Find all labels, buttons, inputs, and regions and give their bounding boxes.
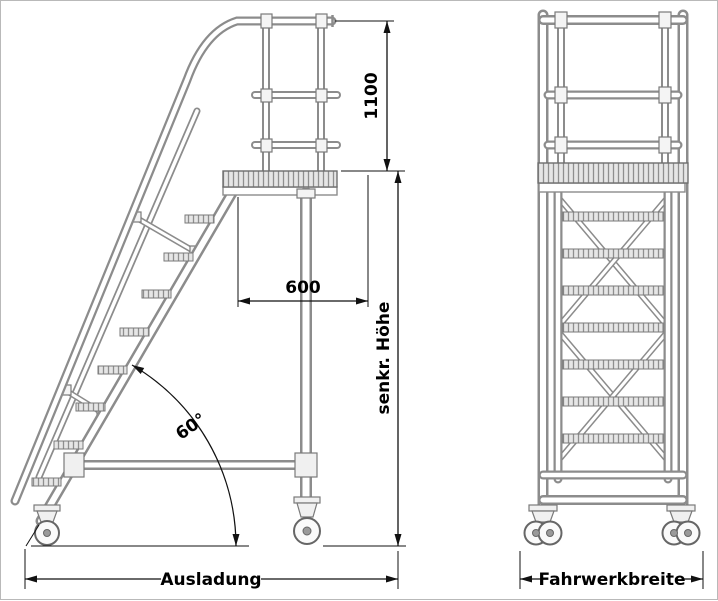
caster-left xyxy=(33,504,61,546)
dim-label-angle: 60° xyxy=(172,409,210,444)
dim-chassis-width: Fahrwerkbreite xyxy=(520,570,703,590)
caster-plate xyxy=(33,504,61,512)
tread xyxy=(31,477,62,487)
front-steps xyxy=(562,211,664,444)
front-frame xyxy=(537,9,689,513)
front-caster-left xyxy=(523,504,563,546)
tread xyxy=(184,214,215,224)
chassis-beams xyxy=(538,470,688,505)
step xyxy=(562,322,664,333)
dim-label-fahrwerkbreite: Fahrwerkbreite xyxy=(538,570,685,590)
caster-plate xyxy=(666,504,696,512)
post-clamp xyxy=(296,188,316,199)
brace-plate xyxy=(294,452,318,478)
dim-label-ausladung: Ausladung xyxy=(160,570,261,590)
dim-label-senkr-hoehe: senkr. Höhe xyxy=(374,302,394,415)
wheel-hub xyxy=(532,529,540,537)
wheel-hub xyxy=(546,529,554,537)
dimensions: 1100 600 senkr. Höhe 60° xyxy=(24,20,704,590)
dim-guardrail-height: 1100 xyxy=(362,21,391,171)
wheel-hub xyxy=(302,526,312,536)
platform-support xyxy=(538,182,686,193)
platform-deck xyxy=(222,170,338,188)
front-stringers xyxy=(553,188,673,484)
caster-right xyxy=(293,496,321,545)
handrail xyxy=(10,15,337,506)
wheel-hub xyxy=(684,529,692,537)
side-view xyxy=(10,13,341,546)
front-platform xyxy=(537,162,689,193)
platform-guardrail xyxy=(251,13,341,175)
platform-support xyxy=(222,186,338,196)
rail-clamp xyxy=(554,86,568,104)
caster-fork xyxy=(669,510,693,523)
dim-outreach: Ausladung xyxy=(25,570,398,590)
dim-vertical-height: senkr. Höhe xyxy=(374,171,402,546)
platform xyxy=(222,170,338,196)
dim-label-1100: 1100 xyxy=(362,72,382,119)
step xyxy=(562,211,664,222)
rail-clamp xyxy=(260,138,273,153)
tread xyxy=(53,440,84,450)
step xyxy=(562,359,664,370)
caster-fork xyxy=(296,502,318,518)
rail-clamp xyxy=(658,136,672,154)
rail-clamp xyxy=(554,136,568,154)
support-post xyxy=(296,187,316,509)
rail-clamp xyxy=(315,88,328,103)
tread xyxy=(97,365,128,375)
dim-label-600: 600 xyxy=(285,278,321,298)
ladder-treads xyxy=(31,214,215,487)
dim-incline-angle: 60° xyxy=(131,364,240,547)
step xyxy=(562,248,664,259)
rail-clamp xyxy=(315,138,328,153)
rail-clamp xyxy=(315,13,328,29)
wheel-hub xyxy=(670,529,678,537)
front-view xyxy=(523,9,701,546)
tread xyxy=(141,289,172,299)
front-caster-right xyxy=(661,504,701,546)
platform-deck xyxy=(537,162,689,184)
caster-fork xyxy=(531,510,555,523)
caster-plate xyxy=(293,496,321,504)
step xyxy=(562,285,664,296)
bottom-brace xyxy=(63,452,318,478)
rail-clamp xyxy=(658,11,672,29)
dim-platform-depth: 600 xyxy=(238,278,368,305)
caster-plate xyxy=(528,504,558,512)
rail-clamp xyxy=(260,13,273,29)
step xyxy=(562,433,664,444)
tread xyxy=(75,402,106,412)
wheel-hub xyxy=(43,529,51,537)
tread xyxy=(163,252,194,262)
rail-clamp xyxy=(658,86,672,104)
incline-extension-line xyxy=(25,524,40,547)
brace-plate xyxy=(63,452,85,478)
rail-clamp xyxy=(554,11,568,29)
step xyxy=(562,396,664,407)
rail-clamp xyxy=(260,88,273,103)
tread xyxy=(119,327,150,337)
